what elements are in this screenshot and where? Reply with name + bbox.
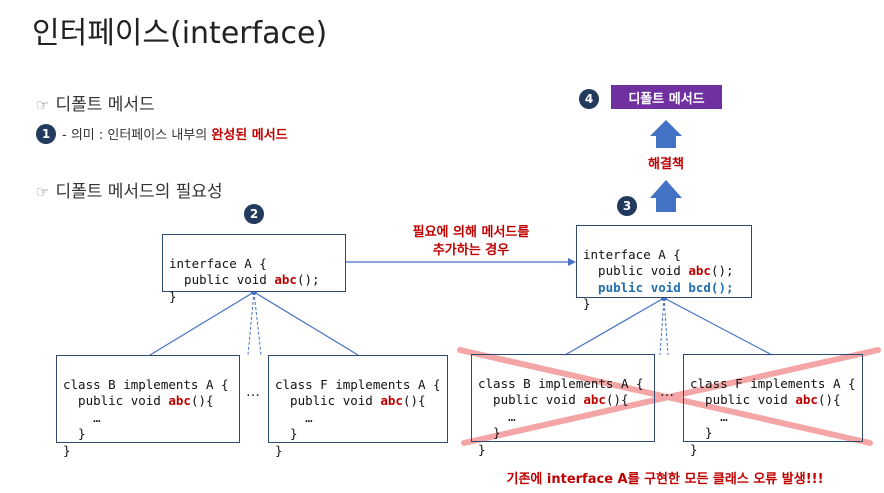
connector-line [149,291,255,356]
code-text: (){ [402,393,426,408]
code-line: public void abc(){ [275,393,441,410]
code-line: … [63,409,101,425]
section-heading: 디폴트 메서드의 필요성 [55,182,223,202]
error-message: 기존에 interface A를 구현한 모든 클래스 오류 발생!!! [506,472,824,487]
method-name: abc [583,392,606,407]
pointing-hand-icon: ☞ [36,96,50,114]
connector-dashed-line [663,297,669,356]
code-line: } [583,296,591,311]
add-method-label: 필요에 의해 메서드를 추가하는 경우 [396,224,546,260]
badge-2: 2 [244,204,264,224]
cross-line [461,347,881,446]
class-f-left: class F implements A { public void abc()… [268,355,448,458]
code-text: public void [63,393,169,408]
label-line: 추가하는 경우 [432,243,510,258]
solution-label: 해결책 [648,157,684,172]
badge-4: 4 [579,89,599,109]
code-line: class B implements A { [478,375,644,391]
connector-line [253,291,359,356]
code-text: (){ [817,392,841,407]
class-f-right: class F implements A { public void abc()… [683,354,863,457]
code-text: public void [275,393,381,408]
code-line: public void abc(){ [690,392,856,409]
class-b-left: class B implements A { public void abc()… [56,355,240,458]
connector-dashed-line [659,297,665,356]
method-name: abc [168,393,191,408]
code-line: public void abc(){ [478,392,648,409]
code-text: (){ [605,392,629,407]
code-line: class B implements A { [63,376,229,392]
code-line: … [690,408,728,424]
code-line: … [478,408,516,424]
ellipsis-right: … [660,384,674,400]
code-text: (); [296,272,320,287]
code-line: interface A { [583,246,681,262]
code-line: } [63,442,71,458]
code-text: public void [690,392,796,407]
section-necessity: ☞ 디폴트 메서드의 필요성 [36,177,223,202]
code-text: public void [478,392,584,407]
code-line: } [478,441,486,457]
connector-line [663,297,773,356]
up-arrow-icon [650,180,682,212]
default-method-box: 디폴트 메서드 [611,85,722,109]
code-line: } [275,442,283,458]
class-b-right: class B implements A { public void abc()… [471,354,655,457]
section-default-method: ☞ 디폴트 메서드 [36,90,155,115]
label-line: 필요에 의해 메서드를 [412,225,530,240]
code-text: (){ [190,393,214,408]
method-name: abc [380,393,403,408]
page-title: 인터페이스(interface) [32,16,328,51]
meaning-highlight: 완성된 메서드 [211,128,288,143]
code-text: (); [710,263,734,278]
method-name: abc [274,272,297,287]
method-name: abc [688,263,711,278]
ellipsis-left: … [246,384,260,400]
code-text: public void [583,263,689,278]
meaning-text: - 의미 : 인터페이스 내부의 완성된 메서드 [62,124,288,143]
method-name: abc [795,392,818,407]
meaning-prefix: - 의미 : 인터페이스 내부의 [62,128,212,143]
code-line: } [169,288,177,304]
connector-dashed-line [247,291,255,356]
badge-3: 3 [617,196,637,216]
code-line: public void abc(){ [63,393,233,410]
code-line: } [690,441,698,457]
connector-dashed-line [253,291,262,356]
up-arrow-icon [650,120,682,148]
connector-line [564,297,665,356]
code-text: public void [169,272,275,287]
pointing-hand-icon: ☞ [36,183,50,201]
added-method-line: public void bcd(); [583,279,734,295]
code-line: } [275,426,298,441]
arrow-head [568,258,576,266]
code-line: } [478,425,501,440]
code-line: … [275,409,313,425]
interface-a-modified: interface A { public void abc(); public … [576,225,752,311]
code-line: public void abc(); [169,272,339,289]
code-line: } [690,425,713,440]
code-line: interface A { [169,255,267,271]
code-line: public void abc(); [583,263,745,280]
interface-a-original: interface A { public void abc();} [162,234,346,304]
badge-1: 1 [36,124,56,144]
section-heading: 디폴트 메서드 [55,95,155,115]
code-line: class F implements A { [690,375,856,391]
code-line: } [63,426,86,441]
code-line: class F implements A { [275,376,441,392]
